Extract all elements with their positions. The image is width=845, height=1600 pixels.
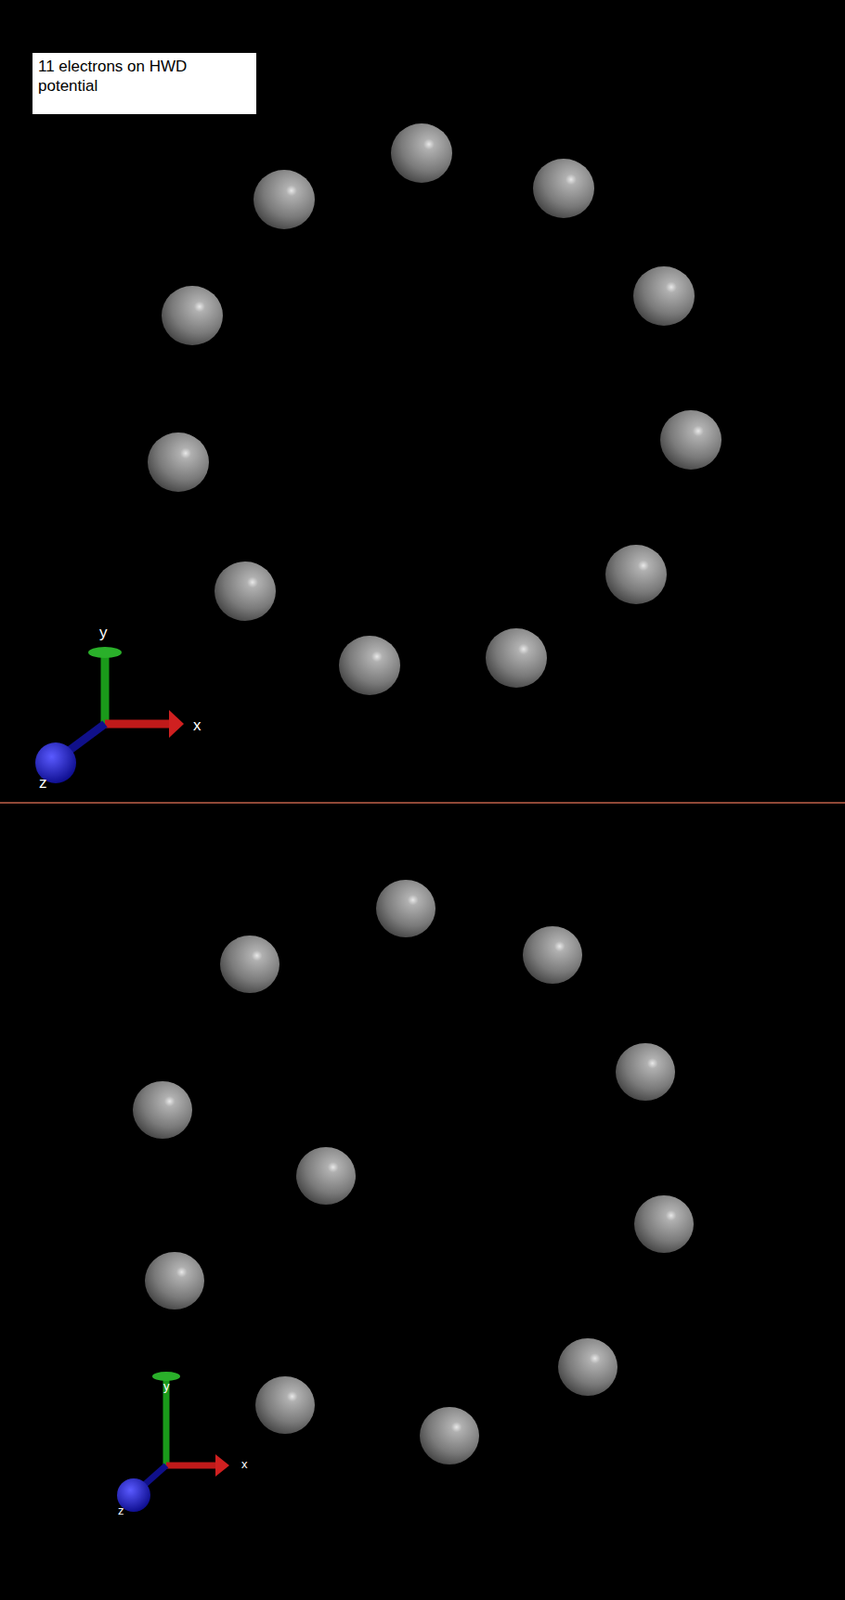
title-box: 11 electrons on HWD potential [32,52,257,115]
electron-sphere [253,169,315,230]
electron-sphere [660,410,722,470]
electron-sphere [634,1196,694,1254]
electron-sphere [220,936,280,994]
electron-sphere [390,123,453,183]
electron-sphere [338,636,401,696]
electron-sphere [533,158,595,219]
divider [0,802,845,805]
axis-label: z [39,774,48,793]
electron-sphere [615,1043,676,1102]
electron-sphere [376,880,436,938]
electron-sphere [255,1377,315,1435]
electron-sphere [132,1081,193,1140]
axis-label: y [99,624,108,643]
electron-sphere [144,1252,205,1311]
axis-label: x [241,1457,248,1472]
axis-label: z [117,1504,125,1519]
electron-sphere [419,1407,480,1466]
electron-sphere [633,266,695,326]
caption-text: 11 electrons on HWD potential [38,56,251,96]
electron-sphere [605,545,667,605]
electron-sphere [522,926,583,985]
electron-sphere [296,1147,356,1206]
electron-sphere [485,628,547,689]
electron-sphere [214,561,276,622]
electron-sphere [558,1339,618,1397]
axis-label: y [163,1379,170,1394]
electron-sphere [147,432,209,493]
electron-sphere [161,286,223,346]
axis-triad [35,647,184,784]
axis-triad [117,1372,230,1513]
axis-label: x [193,716,202,736]
